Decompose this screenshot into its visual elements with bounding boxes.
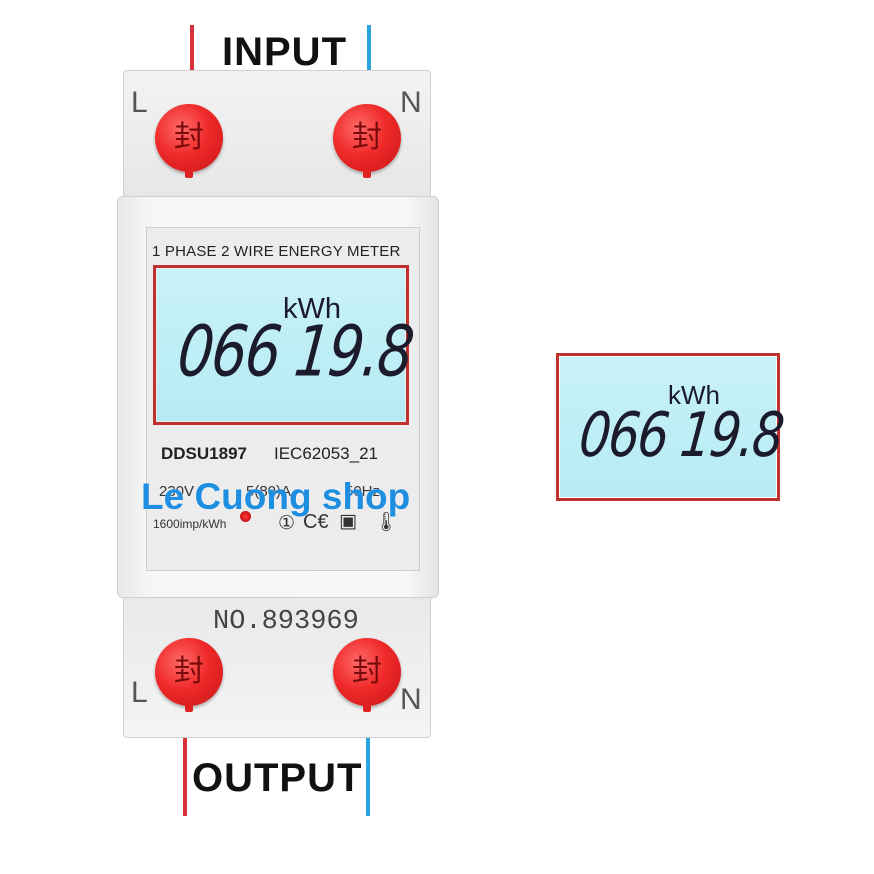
- terminal-label-bottom-right: N: [400, 683, 422, 716]
- zoom-lcd-unit: kWh: [668, 380, 720, 410]
- zoom-lcd-highlight-frame: [556, 353, 780, 501]
- impulse-constant: 1600imp/kWh: [153, 517, 227, 531]
- output-live-wire: [183, 690, 187, 816]
- main-lcd-unit: kWh: [283, 293, 341, 325]
- double-insulation-icon: ▣: [339, 510, 357, 532]
- pulse-led-icon: [240, 511, 251, 522]
- output-heading: OUTPUT: [192, 756, 363, 800]
- seal-screw-top-right[interactable]: 封: [333, 104, 401, 178]
- input-heading: INPUT: [222, 30, 347, 74]
- terminal-label-top-left: L: [131, 86, 148, 119]
- serial-number: NO.893969: [213, 607, 359, 637]
- main-lcd-reading: 066 19.8: [174, 311, 416, 393]
- thermometer-icon: 🌡: [374, 511, 399, 533]
- seal-screw-bottom-left[interactable]: 封: [155, 638, 223, 712]
- shop-watermark: Le Cuong shop: [141, 476, 411, 517]
- voltage-rating: 230V: [159, 483, 195, 500]
- model-number: DDSU1897: [161, 444, 247, 463]
- meter-title: 1 PHASE 2 WIRE ENERGY METER: [152, 243, 401, 260]
- terminal-label-top-right: N: [400, 86, 422, 119]
- ce-mark-icon: C€: [303, 511, 329, 533]
- iec-standard: IEC62053_21: [274, 444, 378, 463]
- zoom-lcd-display: [560, 357, 776, 497]
- current-rating: 5(80)A: [246, 483, 292, 500]
- frequency-rating: 50Hz: [345, 483, 381, 500]
- main-lcd-display: [157, 269, 405, 421]
- main-lcd-highlight-frame: [153, 265, 409, 425]
- seal-screw-top-left[interactable]: 封: [155, 104, 223, 178]
- zoom-lcd-reading: 066 19.8: [576, 399, 786, 471]
- terminal-label-bottom-left: L: [131, 676, 148, 709]
- output-neutral-wire: [366, 690, 370, 816]
- class-1-icon: ①: [278, 512, 296, 534]
- seal-screw-bottom-right[interactable]: 封: [333, 638, 401, 712]
